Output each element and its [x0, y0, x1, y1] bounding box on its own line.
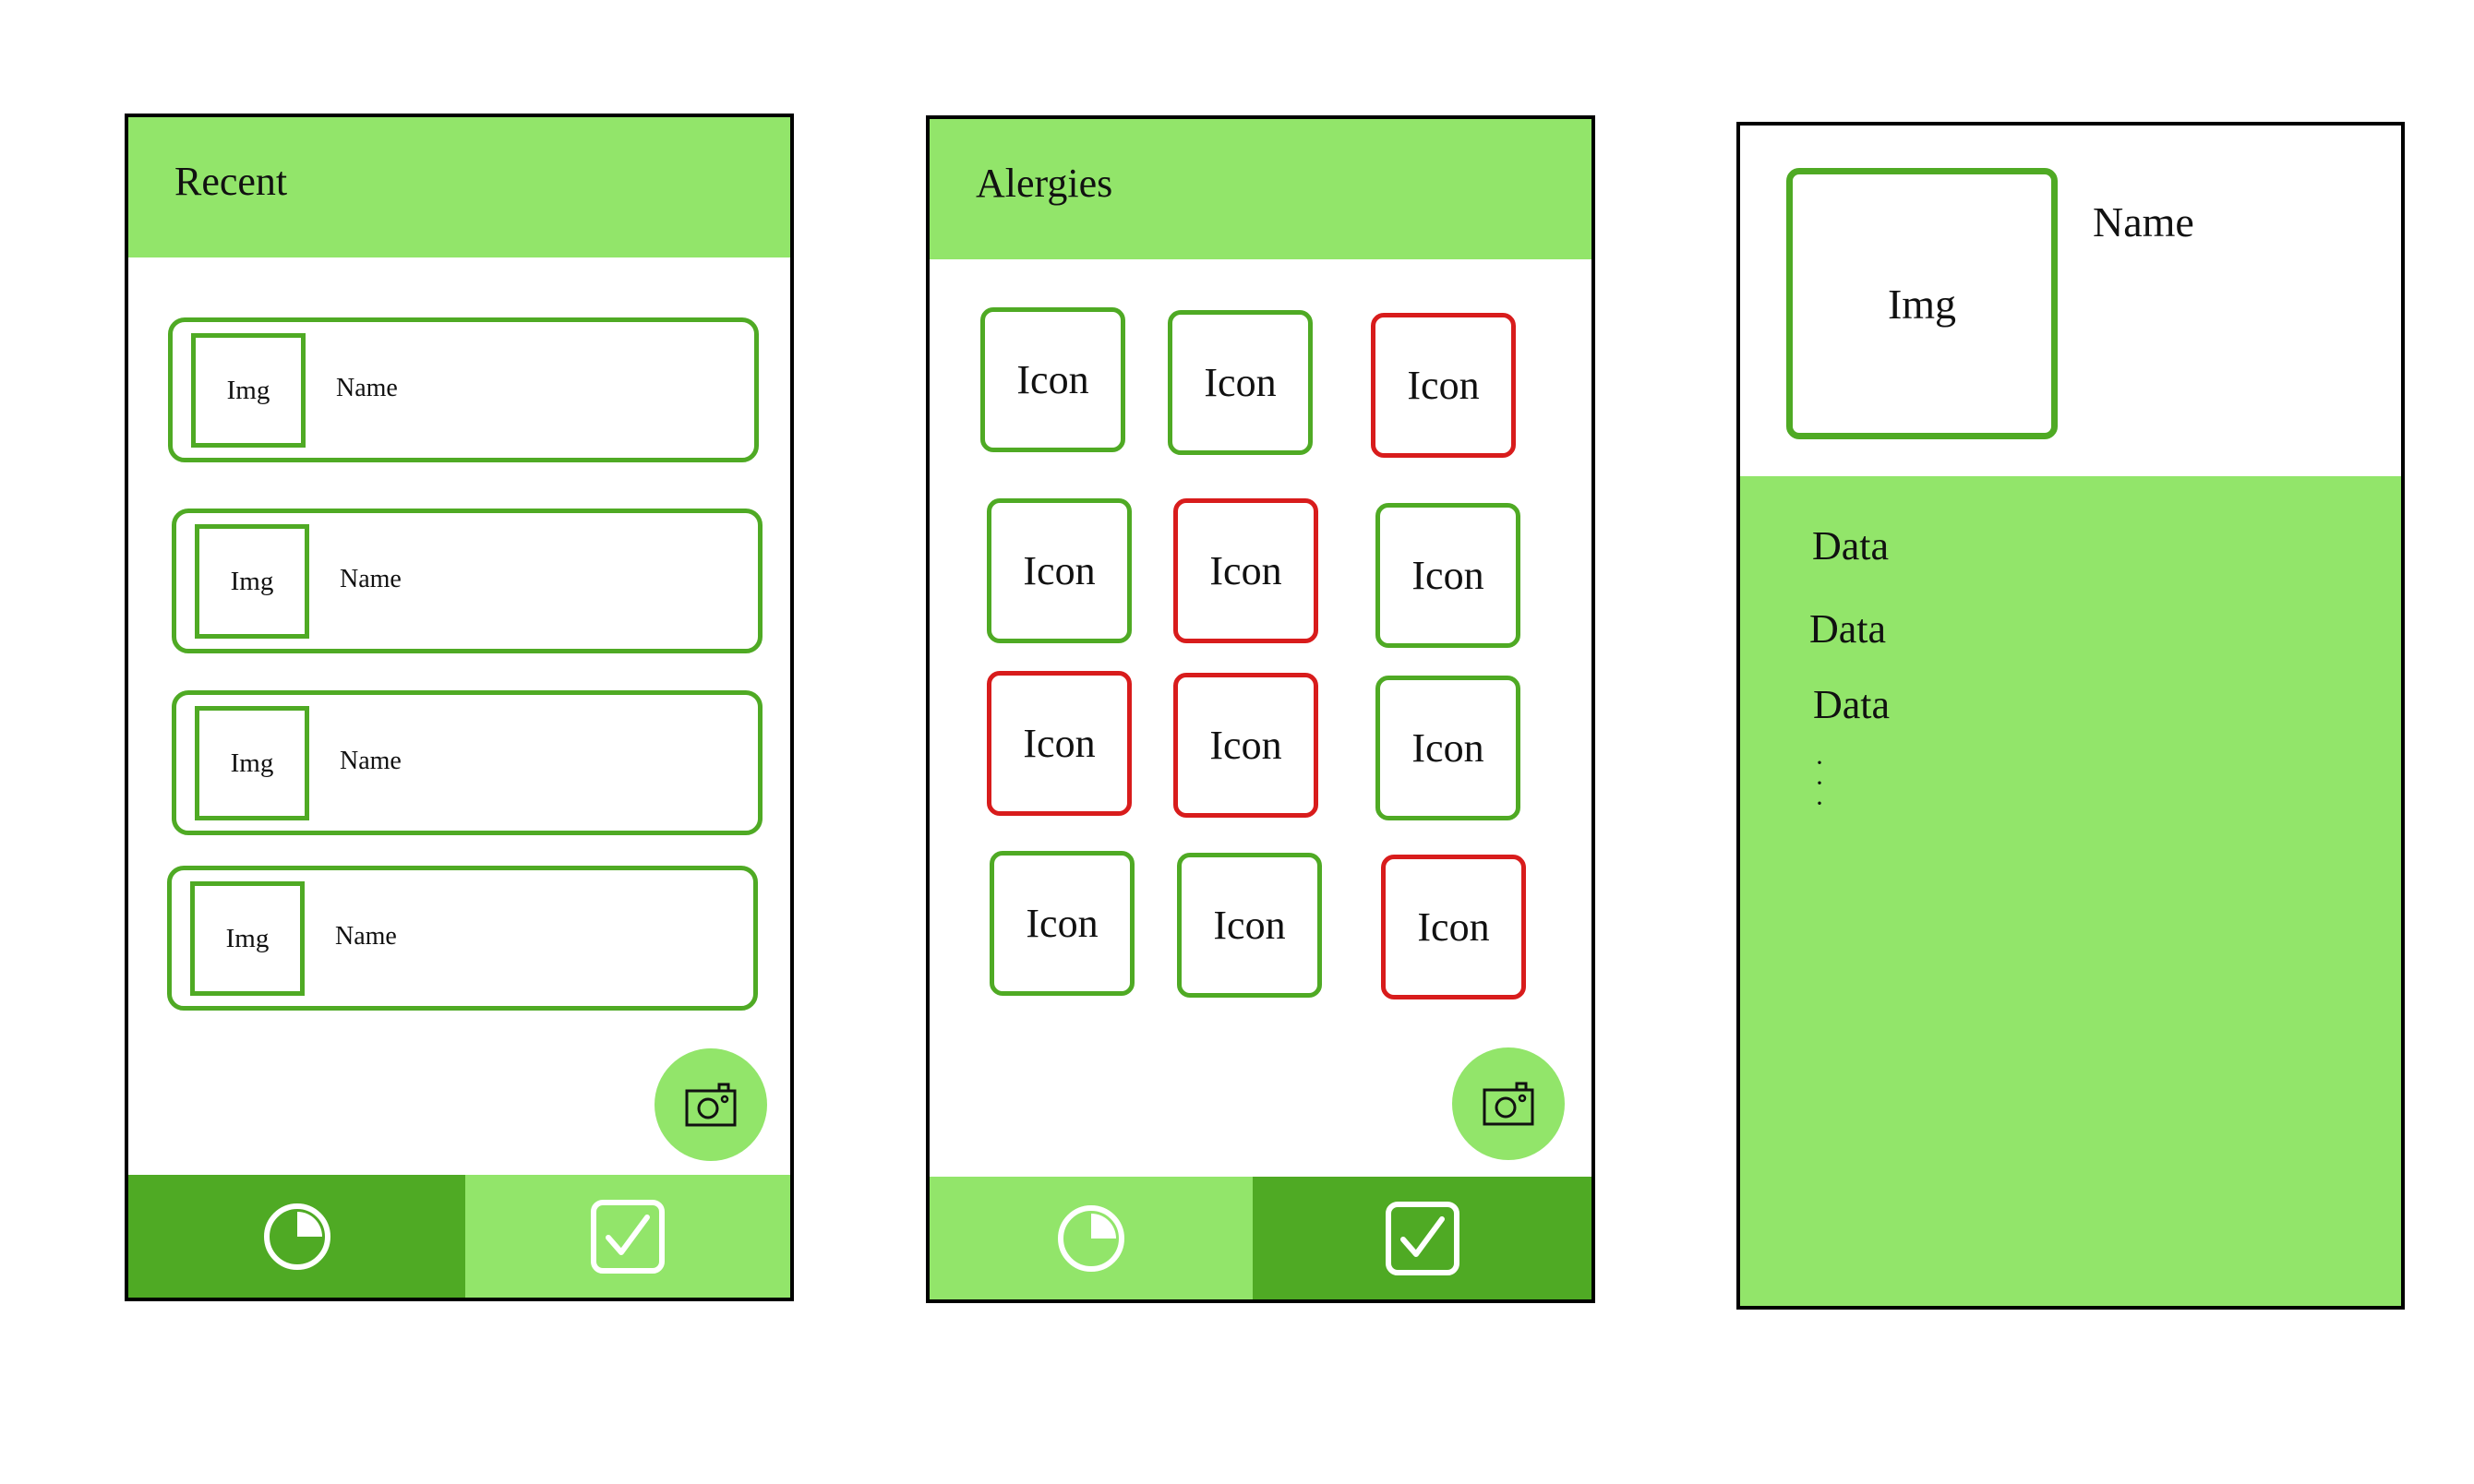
tab-recent[interactable]	[930, 1177, 1253, 1299]
list-item[interactable]: Img Name	[167, 866, 758, 1011]
allergy-icon-tile[interactable]: Icon	[1173, 498, 1318, 643]
recent-screen: Recent Img Name Img Name Img Name Img Na…	[125, 114, 794, 1301]
allergy-icon-tile[interactable]: Icon	[1168, 310, 1313, 455]
item-name: Name	[335, 922, 397, 951]
list-item[interactable]: Img Name	[168, 317, 759, 462]
allergy-icon-tile[interactable]: Icon	[1381, 855, 1526, 999]
detail-name: Name	[2093, 198, 2194, 245]
allergy-icon-tile[interactable]: Icon	[1371, 313, 1516, 458]
allergy-icon-tile[interactable]: Icon	[987, 498, 1132, 643]
alergies-header: Alergies	[930, 119, 1591, 259]
camera-icon	[1483, 1082, 1534, 1126]
allergy-icon-tile[interactable]: Icon	[1173, 673, 1318, 818]
camera-button[interactable]	[1452, 1047, 1565, 1160]
recent-header: Recent	[128, 117, 790, 257]
list-item[interactable]: Img Name	[172, 509, 763, 653]
detail-image: Img	[1786, 168, 2058, 439]
data-line: Data	[1813, 682, 1891, 727]
tab-alergies[interactable]	[465, 1175, 790, 1298]
vertical-ellipsis-icon: ···	[1815, 748, 1824, 819]
alergies-screen: Alergies Icon Icon Icon Icon Icon Icon I…	[926, 115, 1595, 1303]
bottom-nav	[128, 1175, 790, 1298]
item-image: Img	[195, 524, 309, 639]
camera-icon	[685, 1083, 737, 1127]
allergy-icon-tile[interactable]: Icon	[980, 307, 1125, 452]
item-image: Img	[191, 333, 306, 448]
data-line: Data	[1812, 523, 1890, 568]
tab-alergies[interactable]	[1253, 1177, 1591, 1299]
data-panel: Data Data Data ···	[1740, 476, 2401, 1306]
item-name: Name	[340, 565, 402, 593]
allergy-icon-tile[interactable]: Icon	[987, 671, 1132, 816]
allergy-icon-tile[interactable]: Icon	[990, 851, 1135, 996]
list-item[interactable]: Img Name	[172, 690, 763, 835]
allergy-icon-tile[interactable]: Icon	[1177, 853, 1322, 998]
page-title: Recent	[174, 159, 288, 204]
tab-recent[interactable]	[128, 1175, 465, 1298]
camera-button[interactable]	[655, 1048, 767, 1161]
item-name: Name	[340, 747, 402, 775]
item-name: Name	[336, 374, 398, 402]
item-image: Img	[190, 881, 305, 996]
bottom-nav	[930, 1177, 1591, 1299]
detail-screen: Img Name Data Data Data ···	[1736, 122, 2405, 1310]
item-image: Img	[195, 706, 309, 820]
checkbox-icon	[591, 1199, 665, 1274]
page-title: Alergies	[976, 161, 1113, 206]
clock-icon	[1058, 1204, 1124, 1272]
checkbox-icon	[1385, 1201, 1459, 1275]
data-line: Data	[1809, 606, 1887, 652]
allergy-icon-tile[interactable]: Icon	[1375, 503, 1520, 648]
allergy-icon-tile[interactable]: Icon	[1375, 676, 1520, 820]
clock-icon	[263, 1203, 330, 1270]
